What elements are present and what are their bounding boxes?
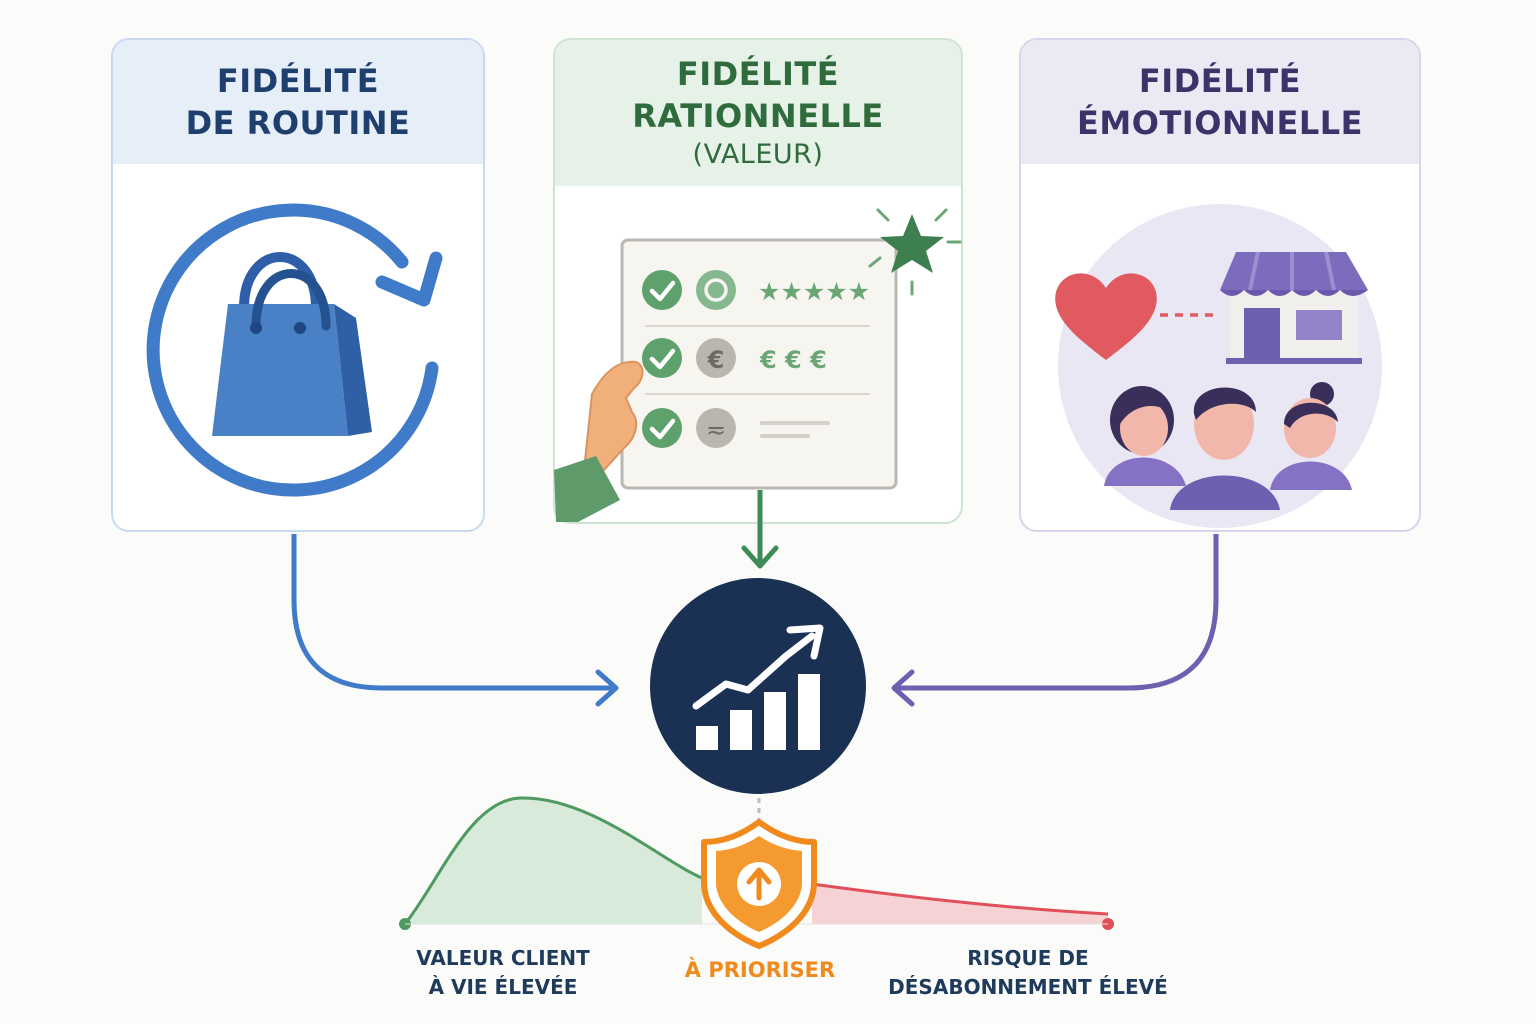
checkmark-icon [642, 408, 682, 448]
hand-icon [554, 360, 644, 522]
checkmark-icon [642, 338, 682, 378]
priority-up-arrow-icon [746, 867, 772, 901]
growth-trend-line [692, 632, 816, 710]
people-group-icon [1104, 382, 1352, 510]
priority-shield-icon [701, 819, 817, 949]
card-emotional-title-line2: ÉMOTIONNELLE [1077, 104, 1363, 142]
quality-badge-icon [696, 270, 736, 310]
heart-icon [1055, 273, 1157, 360]
growth-bar [764, 692, 786, 750]
label-high-ltv-line2: À VIE ÉLEVÉE [428, 975, 578, 999]
card-routine-title-line1: FIDÉLITÉ [216, 62, 380, 100]
label-high-churn-line1: RISQUE DE [967, 946, 1089, 970]
shopping-bag-icon [212, 304, 348, 436]
growth-bar [798, 674, 820, 750]
card-emotional-title-line1: FIDÉLITÉ [1138, 62, 1302, 100]
check-tick [649, 348, 676, 370]
check-tick [649, 280, 676, 302]
routine-connector-arrow [291, 534, 612, 691]
growth-chart-icon [650, 578, 866, 794]
value-checklist-icon: ★★★★★ € € € € ≂ [554, 208, 962, 522]
community-brand-icon [1055, 204, 1382, 528]
growth-arrowhead-icon [786, 624, 824, 660]
growth-bar [730, 710, 752, 750]
storefront-icon [1220, 251, 1368, 364]
label-high-ltv: VALEUR CLIENT À VIE ÉLEVÉE [392, 944, 614, 1002]
shopping-bag-side-icon [334, 304, 372, 436]
sleeve-icon [554, 456, 620, 522]
growth-bar [696, 726, 718, 750]
card-routine-header: FIDÉLITÉ DE ROUTINE [113, 40, 483, 164]
cycle-arrow-icon [146, 203, 439, 497]
emotional-connector-arrow [898, 534, 1219, 691]
card-routine-title-line2: DE ROUTINE [185, 104, 411, 142]
routine-arrowhead-icon [595, 669, 619, 707]
check-tick [649, 418, 676, 440]
card-rational-title-line3: (VALEUR) [692, 139, 824, 170]
card-emotional-header: FIDÉLITÉ ÉMOTIONNELLE [1021, 40, 1419, 164]
label-high-churn-line2: DÉSABONNEMENT ÉLEVÉ [888, 975, 1168, 999]
churn-curve-line [811, 882, 1109, 916]
checkmark-icon [642, 270, 682, 310]
rational-arrowhead-icon [741, 545, 779, 569]
euro-coin-icon [696, 338, 736, 378]
label-high-churn: RISQUE DE DÉSABONNEMENT ÉLEVÉ [880, 944, 1176, 1002]
growth-circle [650, 578, 866, 794]
label-high-ltv-line1: VALEUR CLIENT [416, 946, 590, 970]
rating-stars: ★★★★★ [758, 277, 870, 306]
card-rational-title-line2: RATIONNELLE [632, 97, 884, 135]
comparison-symbol: ≂ [706, 416, 726, 444]
ltv-curve-line [403, 796, 703, 925]
shopping-bag-cycle-icon [146, 203, 443, 497]
badge-ring [704, 278, 728, 302]
emotional-arrowhead-icon [891, 669, 915, 707]
bag-rivet-right [294, 322, 306, 334]
highlight-star-icon [868, 208, 962, 296]
ltv-curve-area [405, 797, 702, 924]
card-rational-header: FIDÉLITÉ RATIONNELLE (VALEUR) [555, 40, 961, 186]
card-rational-title-line1: FIDÉLITÉ [676, 55, 840, 93]
cycle-arrowhead-icon [375, 251, 443, 307]
comparison-icon [696, 408, 736, 448]
bag-handle-icon [251, 269, 331, 331]
price-level: € € € [759, 346, 827, 374]
bag-rivet-left [250, 322, 262, 334]
euro-coin-symbol: € [707, 346, 725, 374]
label-prioritize: À PRIORISER [684, 958, 836, 982]
